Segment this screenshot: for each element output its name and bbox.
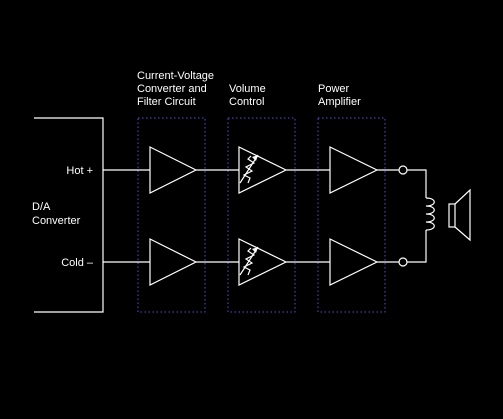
- stage-label-power-line1: Power: [318, 83, 350, 95]
- iv-amplifier-hot-icon: [149, 146, 198, 194]
- stage-box-power-amplifier: [317, 117, 386, 313]
- volume-amplifier-cold-icon: [238, 238, 288, 286]
- da-converter-block: [34, 117, 104, 313]
- speaker-icon: [448, 188, 471, 242]
- voice-coil-icon: [407, 169, 435, 263]
- stage-label-iv-line3: Filter Circuit: [137, 96, 196, 108]
- stage-label-iv-line1: Current-Voltage: [137, 70, 214, 82]
- hot-output-terminal-icon: [398, 165, 408, 175]
- power-amplifier-cold-icon: [329, 238, 379, 286]
- stage-label-power-line2: Amplifier: [318, 96, 361, 108]
- volume-amplifier-hot-icon: [238, 146, 288, 194]
- hot-label: Hot +: [66, 165, 93, 177]
- stage-label-volume-line2: Control: [229, 96, 264, 108]
- stage-label-iv-line2: Converter and: [137, 83, 207, 95]
- da-converter-label-line1: D/A: [32, 201, 51, 213]
- stage-box-volume-control: [227, 117, 296, 313]
- stage-box-iv-converter: [137, 117, 206, 313]
- power-amplifier-hot-icon: [329, 146, 379, 194]
- cold-label: Cold –: [61, 257, 94, 269]
- iv-amplifier-cold-icon: [149, 238, 198, 286]
- stage-label-volume-line1: Volume: [229, 83, 266, 95]
- da-converter-label-line2: Converter: [32, 215, 81, 227]
- cold-output-terminal-icon: [398, 257, 408, 267]
